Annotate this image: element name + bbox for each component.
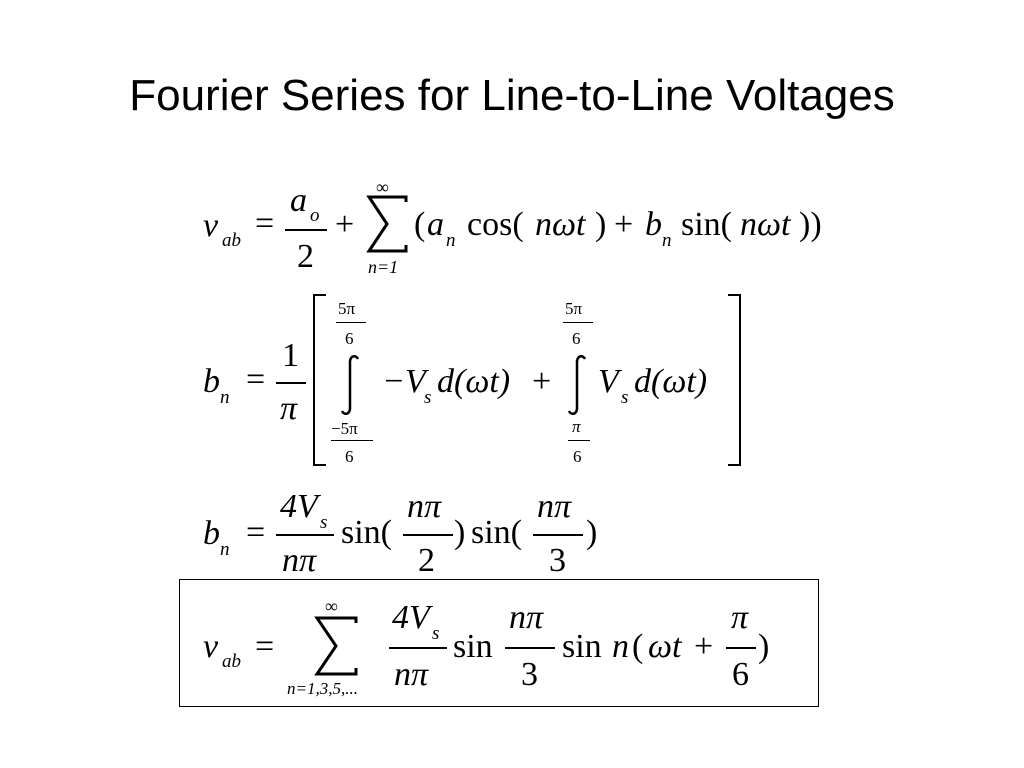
term2-voltage: V [598,363,619,400]
close-parens: )) [799,206,822,243]
sum-upper-limit: ∞ [325,596,338,616]
coefficient-denominator: nπ [394,656,429,693]
coefficient-b: b [645,206,662,243]
coefficient-denominator: nπ [282,542,317,579]
equals-sign: = [246,361,266,398]
omega-t: ωt [648,628,682,665]
phase-bar [726,647,756,649]
term2-differential: d(ωt) [634,363,708,400]
coefficient-a: a [427,206,444,243]
fraction-bar [276,382,306,384]
int2-lower-numerator: π [572,417,581,436]
int2-upper-bar [563,322,593,323]
int1-upper-bar [336,322,366,323]
sin-argument: nωt [740,206,791,243]
open-paren: ( [414,206,426,243]
sin1-close-paren: ) [454,514,466,551]
coefficient-numerator: 4V [392,599,430,636]
sin1-function: sin( [341,514,392,551]
b-subscript: n [220,387,230,408]
v-symbol: v [203,628,219,665]
int1-upper-denominator: 6 [345,329,354,348]
v-subscript: ab [222,230,241,251]
slide-title: Fourier Series for Line-to-Line Voltages [129,71,895,120]
equals-sign: = [255,628,275,665]
coefficient-bar [276,534,334,536]
b-subscript: n [220,539,230,560]
int2-lower-bar [568,440,590,441]
plus-sign: + [694,628,714,665]
fraction-numerator: 1 [282,337,299,374]
int1-lower-numerator: −5π [331,419,358,438]
int2-lower-denominator: 6 [573,447,582,466]
plus-sign-2: + [614,206,634,243]
harmonic-n: n [612,628,629,665]
b-symbol: b [203,363,220,400]
int1-lower-denominator: 6 [345,447,354,466]
summation-icon [314,616,358,676]
close-paren: ) [758,628,770,665]
cos-function: cos( [467,206,524,243]
summation-icon [366,195,408,253]
term2-subscript: s [621,387,629,408]
term1-voltage: −V [382,363,426,400]
arg1-bar [403,534,453,536]
sum-lower-limit: n=1,3,5,... [287,679,358,698]
fraction-numerator-subscript: o [310,205,320,226]
plus-sign: + [532,363,552,400]
fraction-denominator: π [280,390,298,427]
int2-upper-numerator: 5π [565,299,583,318]
term1-subscript: s [424,387,432,408]
fraction-numerator: a [290,182,307,219]
arg1-denominator: 2 [418,542,435,579]
sin2-function: sin( [471,514,522,551]
open-paren: ( [632,628,644,665]
arg-bar [505,647,555,649]
sum-lower-limit: n=1 [368,257,399,277]
coefficient-numerator: 4V [280,488,318,525]
cos-close-paren: ) [595,206,607,243]
sin1-function: sin [453,628,493,665]
plus-sign: + [335,206,355,243]
right-bracket-icon [728,294,741,466]
phase-numerator: π [731,599,749,636]
arg-numerator: nπ [509,599,544,636]
sin-function: sin( [681,206,732,243]
arg-denominator: 3 [521,656,538,693]
sin2-function: sin [562,628,602,665]
boxed-result-frame [179,579,819,707]
v-symbol: v [203,207,219,244]
integral-icon [567,355,587,415]
term1-differential: d(ωt) [437,363,511,400]
integral-icon [340,355,360,415]
phase-denominator: 6 [732,656,749,693]
equals-sign: = [246,514,266,551]
coefficient-b-subscript: n [662,230,672,251]
b-symbol: b [203,515,220,552]
equals-sign: = [255,205,275,242]
coefficient-a-subscript: n [446,230,456,251]
coefficient-numerator-subscript: s [320,512,328,533]
arg1-numerator: nπ [407,488,442,525]
int1-upper-numerator: 5π [338,299,356,318]
int2-upper-denominator: 6 [572,329,581,348]
int1-lower-bar [331,440,373,441]
left-bracket-icon [313,294,326,466]
coefficient-bar [389,647,447,649]
fraction-bar [285,229,327,231]
arg2-numerator: nπ [537,488,572,525]
v-subscript: ab [222,651,241,672]
arg2-bar [533,534,583,536]
arg2-denominator: 3 [549,542,566,579]
sum-upper-limit: ∞ [376,177,389,197]
sin2-close-paren: ) [586,514,598,551]
coefficient-numerator-subscript: s [432,623,440,644]
fraction-denominator: 2 [297,238,314,275]
cos-argument: nωt [535,206,586,243]
